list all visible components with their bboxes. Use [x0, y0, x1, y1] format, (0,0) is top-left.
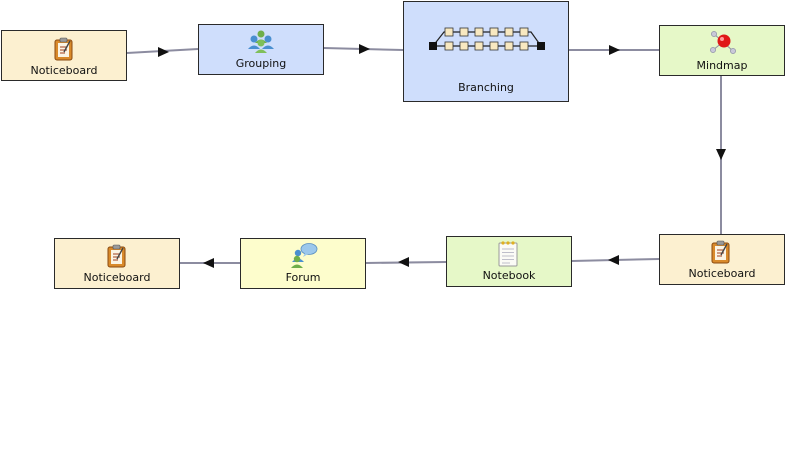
activity-label: Notebook: [482, 269, 536, 282]
forum-icon: [289, 243, 319, 273]
activity-label: Grouping: [235, 57, 287, 70]
noticeboard-icon: [710, 240, 732, 268]
transition-arrowhead: [359, 44, 370, 54]
mindmap-icon: [709, 30, 737, 60]
transition-arrowhead: [609, 45, 620, 55]
transition-arrowhead: [203, 258, 214, 268]
activity-noticeboard-2[interactable]: Noticeboard: [659, 234, 785, 285]
notebook-icon: [497, 240, 519, 272]
activity-noticeboard-1[interactable]: Noticeboard: [1, 30, 127, 81]
activity-forum[interactable]: Forum: [240, 238, 366, 289]
transition-arrowhead: [716, 149, 726, 160]
activity-label: Forum: [285, 271, 321, 284]
transition-arrowhead: [158, 47, 169, 57]
transition-arrowhead: [398, 257, 409, 267]
activity-label: Branching: [458, 81, 514, 94]
noticeboard-icon: [53, 37, 75, 65]
activity-label: Noticeboard: [688, 267, 756, 280]
activity-mindmap[interactable]: Mindmap: [659, 25, 785, 76]
activity-label: Mindmap: [696, 59, 748, 72]
transition-arrowhead: [608, 255, 619, 265]
branching-icon: [428, 24, 546, 58]
activity-branching[interactable]: Branching: [403, 1, 569, 102]
activity-noticeboard-3[interactable]: Noticeboard: [54, 238, 180, 289]
activity-grouping[interactable]: Grouping: [198, 24, 324, 75]
activity-label: Noticeboard: [83, 271, 151, 284]
grouping-icon: [247, 29, 275, 57]
activity-label: Noticeboard: [30, 64, 98, 77]
noticeboard-icon: [106, 244, 128, 272]
activity-notebook[interactable]: Notebook: [446, 236, 572, 287]
